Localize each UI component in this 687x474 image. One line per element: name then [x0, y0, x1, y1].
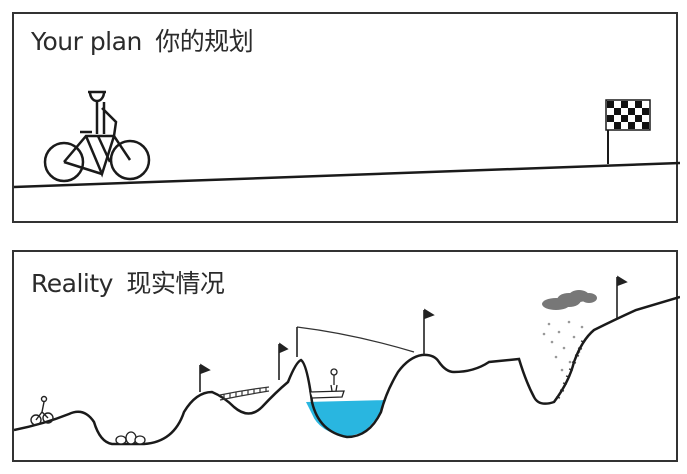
plan-title-en: Your plan — [31, 27, 142, 56]
reality-title-en: Reality — [31, 269, 113, 298]
plan-title-zh: 你的规划 — [155, 27, 254, 56]
flag-icon — [199, 275, 628, 392]
reality-title: Reality 现实情况 — [31, 264, 225, 300]
zipline — [296, 326, 415, 353]
plan-title: Your plan 你的规划 — [31, 22, 254, 58]
rain-icon — [542, 320, 584, 372]
checkered-flag-icon — [605, 99, 651, 164]
terrain-line — [14, 295, 680, 446]
plan-illustration — [14, 90, 680, 189]
storm-cloud-icon — [542, 290, 597, 310]
reality-illustration — [14, 275, 680, 446]
cyclist-icon — [43, 90, 151, 183]
ladder — [555, 340, 586, 399]
plan-panel: Your plan 你的规划 — [12, 12, 680, 223]
reality-panel: Reality 现实情况 — [12, 250, 680, 462]
cyclist-icon — [30, 395, 54, 426]
rocks-icon — [115, 431, 146, 445]
reality-title-zh: 现实情况 — [126, 269, 225, 298]
rope-bridge — [219, 386, 270, 401]
boat-icon — [309, 368, 345, 399]
straight-road — [14, 161, 680, 189]
